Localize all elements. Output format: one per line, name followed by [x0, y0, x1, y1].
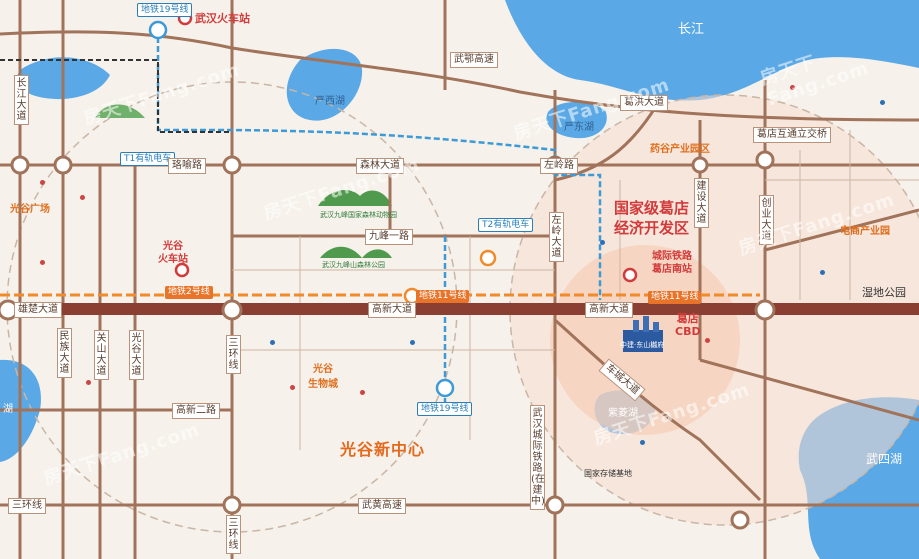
road-intercity: 武汉城际铁路(在建中) — [530, 405, 545, 510]
zimeng-lake-label: 紫菱湖 — [608, 408, 638, 419]
road-gaoxin2: 高新二路 — [172, 403, 220, 419]
road-sanhuan-south: 三环线 — [226, 515, 241, 554]
poi-dot — [600, 240, 605, 245]
yangtze-label: 长江 — [678, 22, 705, 37]
road-jianshe: 建设大道 — [694, 178, 709, 228]
poi-dot — [360, 390, 365, 395]
road-jiufeng: 九峰一路 — [365, 229, 413, 245]
poi-dot — [880, 100, 885, 105]
poi-dot — [270, 340, 275, 345]
ecommerce-park-label: 电商产业园 — [840, 226, 890, 237]
yandong-lake-label: 严东湖 — [564, 122, 594, 133]
hill-1 — [95, 104, 145, 118]
road-gaoxin-west: 高新大道 — [368, 302, 416, 318]
wuhan-station-label[interactable]: 武汉火车站 — [195, 12, 250, 25]
guanggu-new-center-label: 光谷新中心 — [340, 440, 426, 459]
yangtze-river — [505, 0, 919, 101]
gedian-zone-label: 国家级葛店经济开发区 — [614, 199, 690, 237]
guanggu-square-label: 光谷广场 — [10, 204, 50, 215]
road-gaoxin-east: 高新大道 — [585, 302, 633, 318]
poi-dot — [80, 195, 85, 200]
poi-dot — [820, 270, 825, 275]
project-building-icon — [623, 316, 663, 352]
guanggu-station-label[interactable]: 光谷火车站 — [158, 241, 188, 265]
road-guanggu-ave: 光谷大道 — [129, 330, 144, 380]
metro-19-south-label: 地铁19号线 — [417, 402, 473, 416]
poi-dot — [410, 340, 415, 345]
road-zuoling: 左岭路 — [540, 158, 578, 174]
t1-tram-label: T1有轨电车 — [120, 152, 176, 166]
road-zhuoru: 珞喻路 — [168, 158, 206, 174]
hill-2 — [318, 190, 392, 206]
road-minzu: 民族大道 — [57, 328, 72, 378]
road-sanhuan-west: 三环线 — [8, 498, 46, 514]
gaoxin-expressway — [0, 303, 919, 315]
metro-19-line — [156, 28, 602, 300]
metro-19-label: 地铁19号线 — [137, 3, 193, 17]
lake-yanxi — [286, 48, 363, 121]
road-gehong: 葛洪大道 — [620, 95, 668, 111]
wetland-park-label: 湿地公园 — [862, 286, 906, 299]
bio-city-label: 光谷生物城 — [308, 364, 338, 390]
intercity-rail — [0, 59, 232, 133]
poi-dot — [640, 440, 645, 445]
jiufengshan-park-label: 武汉九峰山森林公园 — [322, 261, 385, 269]
southwest-lake-label: 湖 — [3, 404, 13, 415]
road-guanshan: 关山大道 — [94, 330, 109, 380]
wusi-lake-label: 武四湖 — [866, 452, 903, 466]
yanxi-lake-label: 严西湖 — [315, 96, 345, 107]
metro-2-label: 地铁2号线 — [165, 286, 213, 299]
poi-dot — [86, 380, 91, 385]
poi-dot — [705, 338, 710, 343]
road-wuhuang: 武黄高速 — [358, 498, 406, 514]
lake-yandong — [546, 102, 607, 139]
poi-dot — [40, 180, 45, 185]
national-reserve-label: 国家存储基地 — [584, 469, 632, 478]
road-chuangye: 创业大道 — [759, 195, 774, 245]
gedian-south-station-label[interactable]: 城际铁路葛店南站 — [652, 251, 692, 275]
project-name-label[interactable]: 中建·东山樾府 — [620, 341, 665, 349]
metro-11-east-label: 地铁11号线 — [648, 291, 702, 304]
road-sanhuan-mid: 三环线 — [226, 335, 241, 374]
road-zuoling-ave: 左岭大道 — [549, 212, 564, 262]
poi-dot — [40, 260, 45, 265]
pharma-park-label: 药谷产业园区 — [650, 144, 710, 155]
road-changjiang: 长江大道 — [14, 75, 29, 125]
road-gedian-gate: 葛店互通立交桥 — [753, 127, 831, 143]
road-xiongchu: 雄楚大道 — [14, 302, 62, 318]
metro-11-west-label: 地铁11号线 — [416, 290, 470, 303]
hill-3 — [320, 246, 392, 258]
jiufeng-forest-zoo-label: 武汉九峰国家森林动物园 — [320, 211, 397, 219]
road-nodes — [0, 150, 776, 530]
poi-dot — [290, 385, 295, 390]
t2-tram-label: T2有轨电车 — [478, 218, 534, 232]
poi-dot — [790, 85, 795, 90]
road-wu-e-expressway: 武鄂高速 — [450, 52, 498, 68]
road-senlin: 森林大道 — [356, 158, 404, 174]
